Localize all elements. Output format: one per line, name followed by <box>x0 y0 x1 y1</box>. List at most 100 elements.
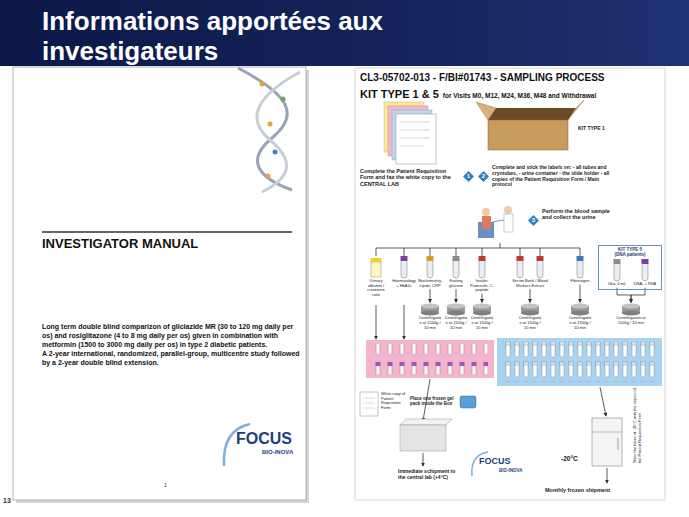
tube-body <box>453 259 459 278</box>
centrifuge-label: Centrifugation at 1500g / 10 min <box>568 316 592 330</box>
kit-heading: KIT TYPE 1 & 5 <box>360 88 439 100</box>
tube-icon <box>506 256 554 279</box>
sampling-sheet <box>355 68 665 500</box>
form-line <box>400 130 430 131</box>
tube-icon <box>568 256 592 279</box>
split-line <box>430 248 431 256</box>
form-note: White copy of Patient Requisition Form <box>381 392 407 410</box>
centrifuge: Centrifugation at 1500g / 10 min <box>444 303 468 330</box>
split-line <box>482 248 483 256</box>
study-description: Long term double blind comparizon of gli… <box>42 322 300 349</box>
logo-subword: BIO-INOVA <box>499 468 529 473</box>
kit-box-flap <box>568 100 584 120</box>
tube-body <box>517 259 523 278</box>
tube-cap <box>427 256 434 261</box>
centrifuge-base <box>622 311 640 316</box>
split-line <box>580 248 581 256</box>
kit-box: KIT TYPE 5(DNA patients) Gluc 4 mL DNA, + … <box>598 245 662 290</box>
tube-rack <box>372 344 488 374</box>
centrifuge-lid <box>447 304 465 309</box>
shipment-note: Monthly frozen shipment <box>545 487 625 493</box>
freezer <box>592 418 622 466</box>
cryotube-rack <box>502 342 658 382</box>
flow-line <box>376 305 377 339</box>
tube-icon <box>605 259 629 282</box>
kit-title: KIT TYPE 5 <box>600 247 660 252</box>
sample-tube: Insulin, Proinsulin, C-peptide <box>470 256 494 293</box>
flow-line <box>607 468 608 483</box>
flow-arrow <box>430 289 431 302</box>
centrifuge-base <box>521 311 539 316</box>
centrifuge-icon <box>444 303 468 316</box>
form-line <box>363 398 375 399</box>
freezer-door <box>592 432 622 433</box>
sample-tube: Fibrinogen <box>568 256 592 284</box>
storage-note: Store the tubes at -20°C with the copies… <box>633 388 642 463</box>
split-line <box>376 248 377 256</box>
tube-icon <box>633 259 657 282</box>
form-sheet <box>396 114 436 164</box>
container-lid <box>371 258 382 262</box>
tube-cap <box>517 256 524 261</box>
shipping-box <box>400 425 446 451</box>
form-line <box>400 122 430 123</box>
tube-body <box>427 259 433 278</box>
centrifuge-icon <box>568 303 592 316</box>
tube-cap <box>401 256 408 261</box>
kit-subtitle: (DNA patients) <box>600 252 660 257</box>
flow-line <box>404 305 405 339</box>
step-diamond: 2 <box>478 171 489 182</box>
dna-base <box>281 97 286 102</box>
split-line <box>376 248 580 249</box>
tube-body <box>614 262 620 281</box>
form-copy <box>360 392 378 416</box>
centrifuge-label: Centrifugation at 1500g / 10 min <box>418 316 442 330</box>
step-number: 3 <box>528 215 539 226</box>
logo-word: FOCUS <box>236 430 296 448</box>
kit-box-flap <box>476 102 496 120</box>
centrifuge-label: Centrifugation at 1500g / 10 min <box>518 316 542 330</box>
centrifuge-lid <box>421 304 439 309</box>
shipping-box-top <box>400 419 452 425</box>
tube-icon <box>364 256 388 279</box>
dna-base <box>266 174 271 179</box>
tube-cap <box>453 256 460 261</box>
centrifuge-base <box>447 311 465 316</box>
patient-body <box>482 216 491 229</box>
sheet-title: CL3-05702-013 - F/BI#01743 - SAMPLING PR… <box>360 72 660 84</box>
slide-title: Informations apportées aux investigateur… <box>42 6 522 66</box>
split-line <box>404 248 405 256</box>
frozen-band <box>497 338 662 386</box>
dna-base <box>273 150 278 155</box>
tube-cap <box>537 256 544 261</box>
tube-label: Gluc 4 mL <box>605 282 629 287</box>
centrifuge-icon <box>418 303 442 316</box>
split-line <box>520 248 521 256</box>
sample-tube: Haematology + HbA1c <box>392 256 416 288</box>
logo-subword: BIO-INOVA <box>262 449 302 456</box>
flow-arrow <box>530 289 531 302</box>
page-number: 1 <box>164 483 174 489</box>
step-instruction: Complete the Patient Requisition Form an… <box>360 168 460 187</box>
tube-icon <box>470 256 494 279</box>
kit-box-inside <box>488 108 576 120</box>
tube-label: DNA, + RNA <box>633 282 657 287</box>
manual-cover: INVESTIGATOR MANUALLong term double blin… <box>42 236 300 367</box>
centrifuge-lid <box>622 304 640 309</box>
centrifuge-lid <box>521 304 539 309</box>
step-diamond: 1 <box>463 171 474 182</box>
flow-line <box>423 453 424 466</box>
centrifuge-base <box>571 311 589 316</box>
sample-tube: Fasting glucose <box>444 256 468 288</box>
logo-word: FOCUS <box>479 456 519 466</box>
step-number: 1 <box>463 171 474 182</box>
study-design: A 2-year international, randomized, para… <box>42 349 300 367</box>
step-diamond: 3 <box>528 215 539 226</box>
patient-head <box>482 208 490 216</box>
nurse-arm <box>492 220 504 222</box>
flow-arrow <box>631 288 645 303</box>
split-line <box>500 243 501 248</box>
tube-label: Haematology + HbA1c <box>392 279 416 288</box>
tube-body <box>642 262 648 281</box>
